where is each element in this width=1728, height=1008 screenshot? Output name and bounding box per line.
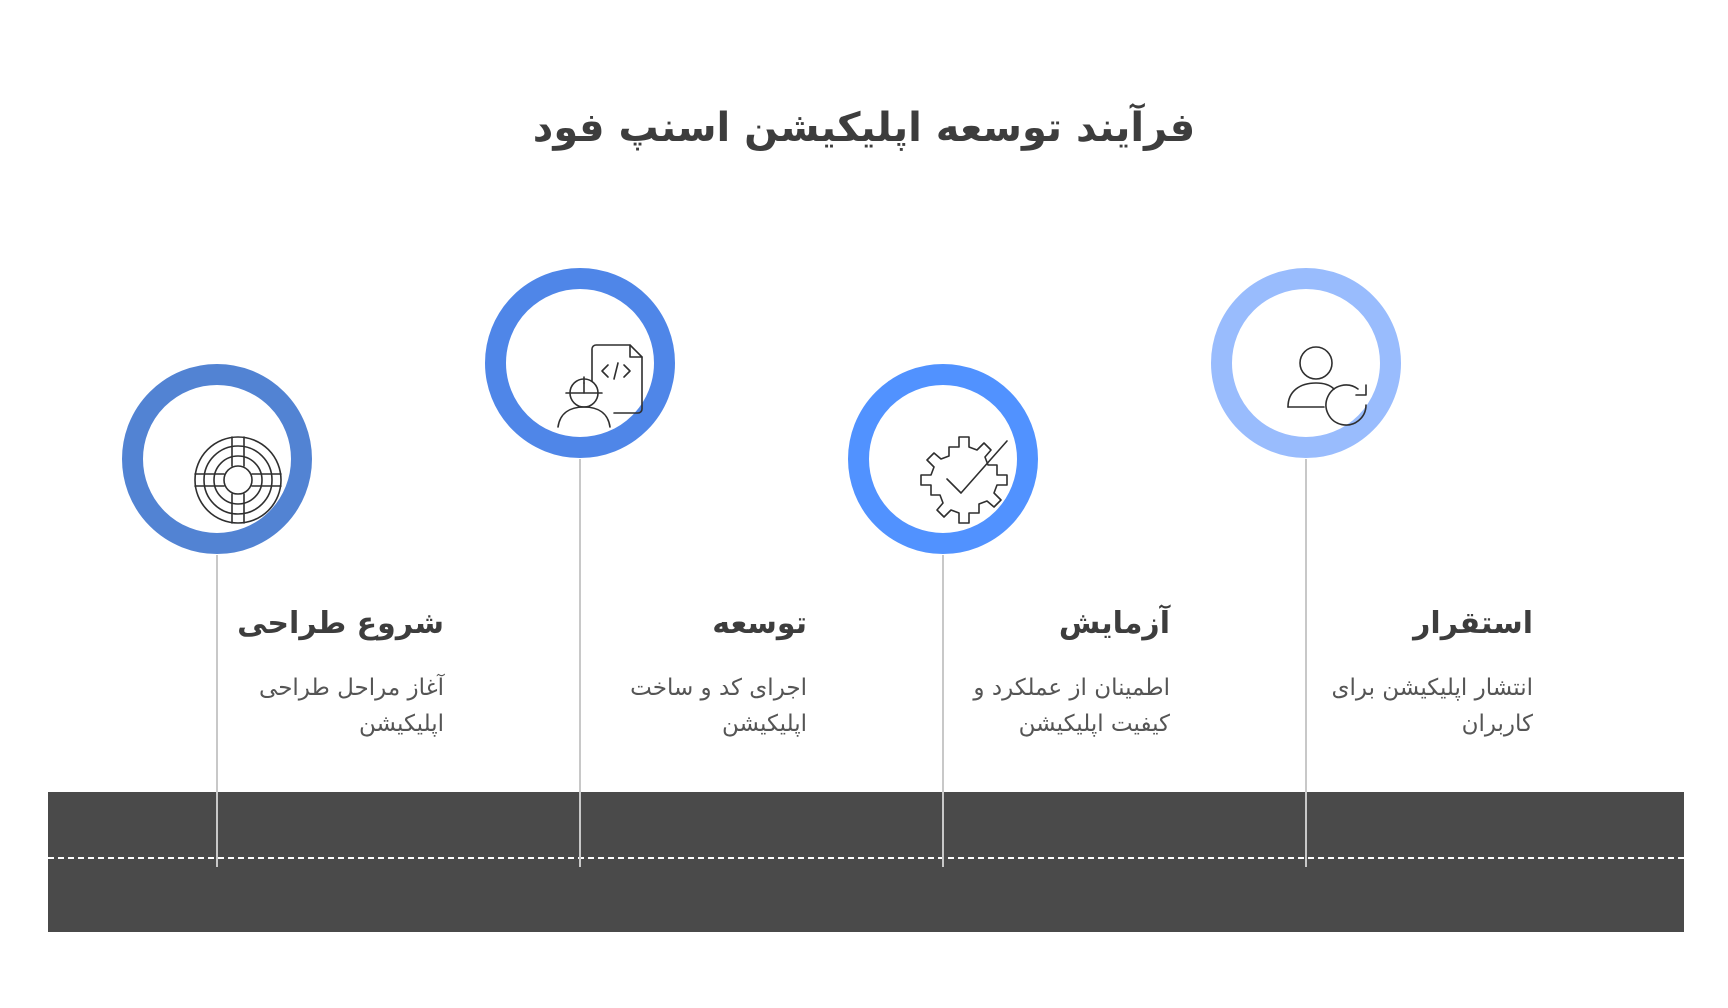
step-deployment-ring (1211, 268, 1401, 458)
step-design-ring (122, 364, 312, 554)
step-title: توسعه (712, 606, 807, 641)
step-title: شروع طراحی (237, 606, 444, 641)
gear-check-icon (920, 436, 1008, 524)
road-center-line (48, 857, 1684, 859)
step-description: اجرای کد و ساخت اپلیکیشن (630, 675, 807, 737)
connector-line (1305, 459, 1307, 867)
connector-line (942, 555, 944, 867)
developer-code-icon (557, 344, 643, 428)
step-testing-text: آزمایش اطمینان از عملکرد و کیفیت اپلیکیش… (920, 604, 1170, 742)
connector-line (579, 459, 581, 867)
user-refresh-icon (1287, 346, 1367, 426)
connector-line (216, 555, 218, 867)
step-description: آغاز مراحل طراحی اپلیکیشن (259, 675, 444, 737)
step-title: آزمایش (1058, 606, 1170, 641)
road (48, 792, 1684, 932)
step-title: استقرار (1413, 606, 1533, 641)
steering-wheel-icon (194, 436, 282, 524)
step-description: انتشار اپلیکیشن برای کاربران (1331, 675, 1534, 737)
step-design-text: شروع طراحی آغاز مراحل طراحی اپلیکیشن (194, 604, 444, 742)
diagram-title: فرآیند توسعه اپلیکیشن اسنپ فود (532, 105, 1196, 151)
step-deployment-text: استقرار انتشار اپلیکیشن برای کاربران (1283, 604, 1534, 742)
step-description: اطمینان از عملکرد و کیفیت اپلیکیشن (973, 675, 1170, 737)
step-development-ring (485, 268, 675, 458)
step-development-text: توسعه اجرای کد و ساخت اپلیکیشن (557, 604, 807, 742)
step-testing-ring (848, 364, 1038, 554)
